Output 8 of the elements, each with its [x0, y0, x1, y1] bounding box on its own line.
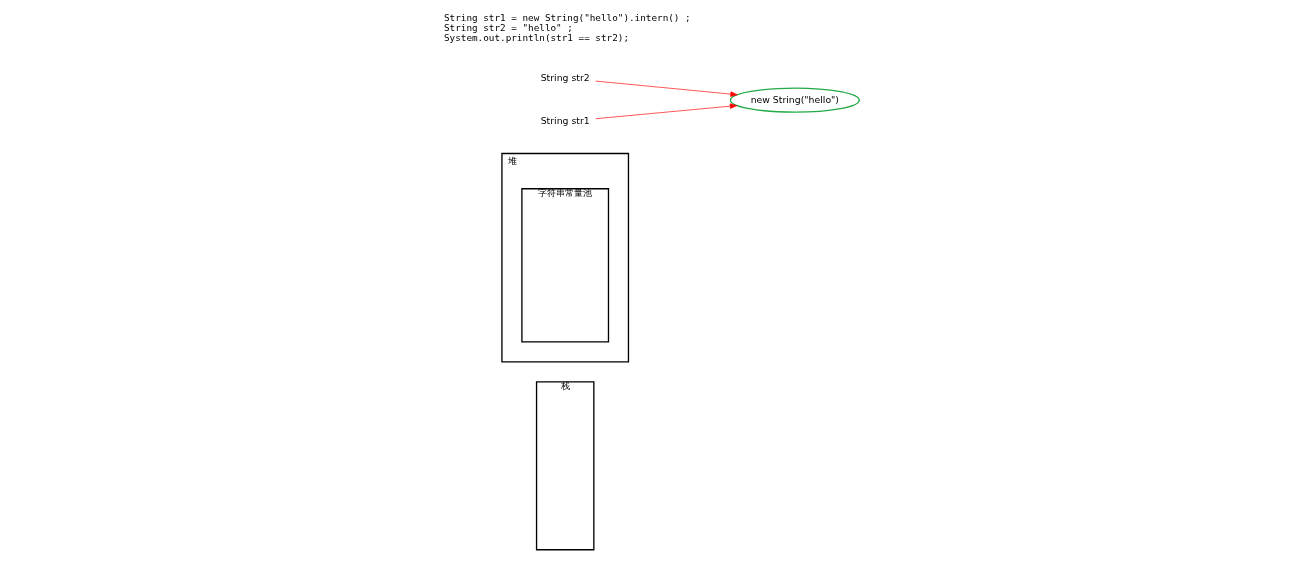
arrow: [595, 103, 738, 120]
node-text: String str1: [540, 114, 590, 126]
node-text: String str2: [540, 71, 590, 83]
arrow: [595, 80, 738, 97]
label: String str1 = new String("hello").intern() ;: [443, 12, 691, 24]
label: String str2 = "hello" ;: [443, 22, 573, 34]
node-box: 字符串常量池: [521, 188, 610, 343]
node-box: 栈: [535, 381, 595, 551]
